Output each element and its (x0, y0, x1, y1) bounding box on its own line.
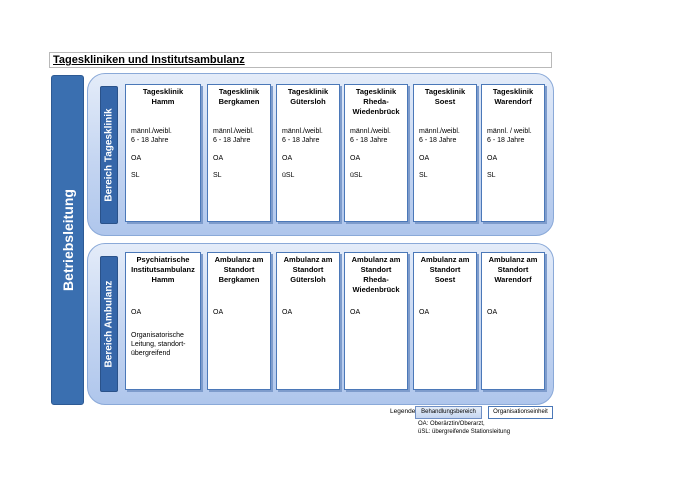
card-oa: OA (213, 155, 224, 162)
diagram-title: Tageskliniken und Institutsambulanz (53, 54, 245, 66)
area-tageskliniken-label: Bereich Tagesklinik (103, 108, 115, 202)
diagram-title-box: Tageskliniken und Institutsambulanz (49, 52, 552, 68)
card-oa: OA (487, 155, 498, 162)
card-sl: SL (131, 172, 140, 179)
card-patients: männl./weibl.6 - 18 Jahre (350, 128, 391, 144)
card-oa: OA (350, 309, 361, 316)
area-ambulanz-bar: Bereich Ambulanz (100, 256, 118, 392)
legend-org-unit: Organisationseinheit (488, 406, 553, 419)
card-oa: OA (282, 309, 293, 316)
legend-treatment-area: Behandlungsbereich (415, 406, 482, 419)
betriebsleitung-label: Betriebsleitung (59, 189, 76, 291)
legend-note-usl: üSL: übergreifende Stationsleitung (418, 429, 511, 435)
card-oa: OA (131, 309, 142, 316)
card-patients: männl./weibl.6 - 18 Jahre (213, 128, 254, 144)
card-oa: OA (131, 155, 142, 162)
card-patients: männl./weibl.6 - 18 Jahre (419, 128, 460, 144)
card-sl: SL (487, 172, 496, 179)
card-sl: üSL (350, 172, 363, 179)
card-sl: üSL (282, 172, 295, 179)
legend-label: Legende (390, 408, 416, 415)
card-patients: männl./weibl.6 - 18 Jahre (282, 128, 323, 144)
card-oa: OA (419, 309, 430, 316)
betriebsleitung-bar: Betriebsleitung (51, 75, 84, 405)
card-oa: OA (213, 309, 224, 316)
card-oa: OA (419, 155, 430, 162)
card-oa: OA (350, 155, 361, 162)
area-ambulanz-label: Bereich Ambulanz (103, 280, 115, 368)
card-sl: SL (213, 172, 222, 179)
area-tageskliniken-bar: Bereich Tagesklinik (100, 86, 118, 224)
card-oa: OA (487, 309, 498, 316)
card-patients: männl. / weibl.6 - 18 Jahre (487, 128, 532, 144)
card-patients: männl./weibl.6 - 18 Jahre (131, 128, 172, 144)
legend-note-oa: OA: Oberärztin/Oberarzt, (418, 421, 485, 427)
card-sl: SL (419, 172, 428, 179)
card-oa: OA (282, 155, 293, 162)
